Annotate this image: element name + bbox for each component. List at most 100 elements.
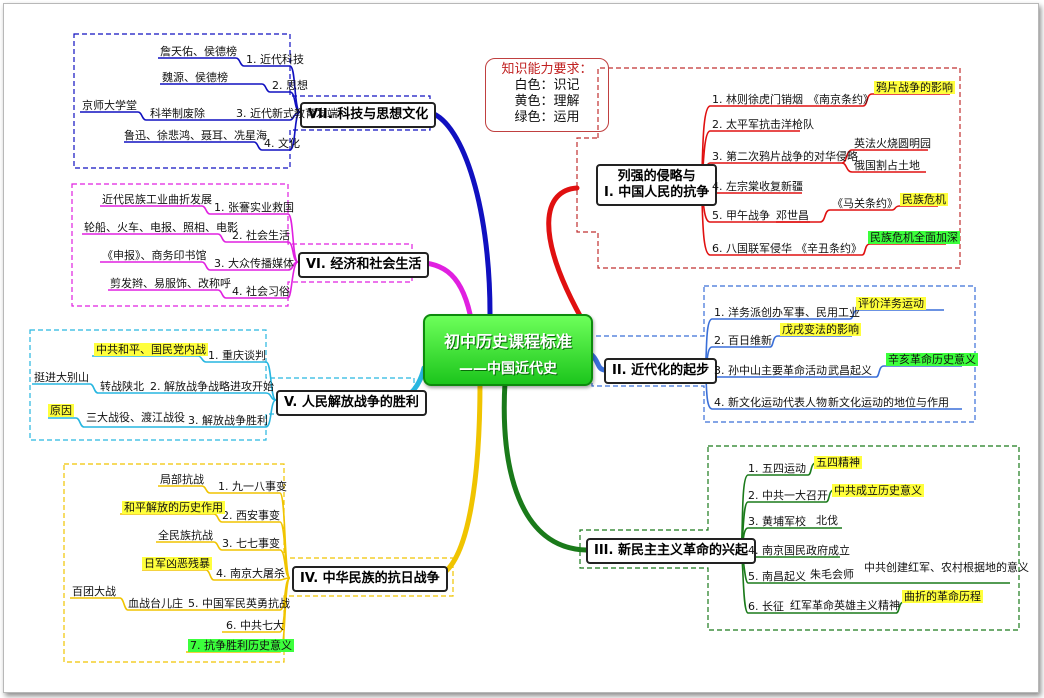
b4-sub-taierzhuang[interactable]: 血战台儿庄 [128, 597, 183, 610]
b4-sub-hundred-regiments[interactable]: 百团大战 [72, 585, 116, 598]
b5-item-2[interactable]: 2. 解放战争战略进攻开始 [150, 380, 274, 393]
b3-sub-heroism-spirit[interactable]: 红军革命英雄主义精神 [790, 599, 900, 612]
b5-sub-dabie-mountains[interactable]: 挺进大别山 [34, 371, 89, 384]
b7-sub-cultural-figures[interactable]: 鲁迅、徐悲鸿、聂耳、冼星海 [124, 129, 267, 142]
b1-sub-treaty-nanjing[interactable]: 《南京条约》 [808, 93, 874, 106]
curve-b1 [546, 185, 591, 333]
b3-sub-northern-expedition[interactable]: 北伐 [816, 514, 838, 527]
branch-b3[interactable]: III. 新民主主义革命的兴起 [586, 538, 756, 564]
b6-sub-social-customs[interactable]: 剪发辫、易服饰、改称呼 [110, 277, 231, 290]
b2-sub-wuchang-uprising[interactable]: 武昌起义 [828, 364, 872, 377]
b6-item-1[interactable]: 1. 张謇实业救国 [214, 201, 294, 214]
b3-item-4[interactable]: 4. 南京国民政府成立 [748, 544, 850, 557]
b1-sub-summer-palace[interactable]: 英法火烧圆明园 [854, 137, 931, 150]
b1-item-3[interactable]: 3. 第二次鸦片战争的对华侵略 [712, 150, 858, 163]
b5-sub-reasons[interactable]: 原因 [48, 404, 74, 417]
b5-sub-three-campaigns[interactable]: 三大战役、渡江战役 [86, 411, 185, 424]
b4-item-3[interactable]: 3. 七七事变 [222, 537, 280, 550]
branch-b1[interactable]: 列强的侵略与 I. 中国人民的抗争 [596, 164, 718, 206]
b4-sub-national-resistance[interactable]: 全民族抗战 [158, 529, 213, 542]
b4-item-7[interactable]: 7. 抗争胜利历史意义 [188, 639, 294, 652]
group-box-b4 [63, 463, 454, 663]
b4-item-6[interactable]: 6. 中共七大 [226, 619, 284, 632]
b1-sub-deng-shichang[interactable]: 邓世昌 [776, 209, 809, 222]
b3-item-3[interactable]: 3. 黄埔军校 [748, 515, 806, 528]
b2-sub-reform-impact[interactable]: 戊戌变法的影响 [780, 323, 861, 336]
b2-sub-xinhai-significance[interactable]: 辛亥革命历史意义 [886, 353, 978, 366]
b6-item-2[interactable]: 2. 社会生活 [232, 229, 290, 242]
b2-item-2[interactable]: 2. 百日维新 [714, 334, 772, 347]
b1-item-5[interactable]: 5. 甲午战争 [712, 209, 770, 222]
b4-sub-peace-resolution-role[interactable]: 和平解放的历史作用 [122, 501, 225, 514]
legend-title: 知识能力要求： [501, 62, 593, 77]
b6-item-3[interactable]: 3. 大众传播媒体 [214, 257, 294, 270]
b1-sub-crisis-deepens[interactable]: 民族危机全面加深 [868, 231, 960, 244]
b3-sub-cpc-founding-significance[interactable]: 中共成立历史意义 [832, 484, 924, 497]
b7-item-1[interactable]: 1. 近代科技 [246, 53, 304, 66]
b1-sub-treaty-shimonoseki[interactable]: 《马关条约》 [832, 197, 898, 210]
branch-b2[interactable]: II. 近代化的起步 [604, 358, 718, 384]
curve-b3 [501, 379, 589, 553]
legend-item-yellow: 黄色：理解 [514, 94, 580, 109]
b6-item-4[interactable]: 4. 社会习俗 [232, 285, 290, 298]
b4-item-2[interactable]: 2. 西安事变 [222, 509, 280, 522]
central-subtitle: ——中国近代史 [459, 361, 557, 377]
b3-sub-may-fourth-spirit[interactable]: 五四精神 [814, 456, 862, 469]
branch-b1-line2: I. 中国人民的抗争 [604, 185, 710, 200]
b7-item-3[interactable]: 3. 近代新式教育发端 [236, 107, 338, 120]
legend-item-green: 绿色：运用 [514, 110, 580, 125]
b1-sub-opium-war-impact[interactable]: 鸦片战争的影响 [874, 81, 955, 94]
b4-sub-japanese-brutality[interactable]: 日军凶恶残暴 [142, 557, 212, 570]
b7-sub-exam-abolished[interactable]: 科举制废除 [150, 107, 205, 120]
b2-sub-evaluate-westernization[interactable]: 评价洋务运动 [856, 297, 926, 310]
group-box-b2 [591, 285, 976, 423]
b7-item-4[interactable]: 4. 文化 [264, 137, 300, 150]
legend-item-white: 白色：识记 [514, 78, 580, 93]
b4-item-1[interactable]: 1. 九一八事变 [218, 480, 287, 493]
group-box-b6 [71, 183, 413, 307]
curve-b7 [425, 109, 493, 317]
group-box-b3 [579, 445, 1020, 631]
b1-sub-boxer-protocol[interactable]: 《辛丑条约》 [796, 242, 862, 255]
branch-b5[interactable]: V. 人民解放战争的胜利 [276, 390, 427, 416]
b1-sub-russia-land[interactable]: 俄国割占土地 [854, 159, 920, 172]
legend-box: 知识能力要求： 白色：识记 黄色：理解 绿色：运用 [485, 58, 609, 132]
branch-b4[interactable]: IV. 中华民族的抗日战争 [292, 566, 448, 592]
b1-item-2[interactable]: 2. 太平军抗击洋枪队 [712, 118, 814, 131]
b7-sub-imperial-university[interactable]: 京师大学堂 [82, 99, 137, 112]
b3-item-1[interactable]: 1. 五四运动 [748, 462, 806, 475]
b5-sub-peace-civil-war[interactable]: 中共和平、国民党内战 [94, 343, 208, 356]
b3-sub-tortuous-course[interactable]: 曲折的革命历程 [902, 590, 983, 603]
b4-sub-local-resistance[interactable]: 局部抗战 [160, 473, 204, 486]
b4-item-5[interactable]: 5. 中国军民英勇抗战 [188, 597, 290, 610]
b5-item-1[interactable]: 1. 重庆谈判 [208, 349, 266, 362]
central-topic[interactable]: 初中历史课程标准 ——中国近代史 [423, 314, 593, 386]
b2-item-1[interactable]: 1. 洋务派创办军事、民用工业 [714, 306, 860, 319]
b2-item-3[interactable]: 3. 孙中山主要革命活动 [714, 364, 827, 377]
b5-sub-northern-shaanxi[interactable]: 转战陕北 [100, 380, 144, 393]
curve-b4 [427, 379, 483, 581]
central-title: 初中历史课程标准 [443, 332, 572, 351]
b2-sub-new-culture-role[interactable]: 新文化运动的地位与作用 [828, 396, 949, 409]
branch-b6[interactable]: VI. 经济和社会生活 [298, 252, 430, 278]
b4-item-4[interactable]: 4. 南京大屠杀 [216, 567, 285, 580]
b6-sub-national-industry[interactable]: 近代民族工业曲折发展 [102, 193, 212, 206]
b3-sub-zhu-mao-meeting[interactable]: 朱毛会师 [810, 568, 854, 581]
b5-item-3[interactable]: 3. 解放战争胜利 [188, 414, 268, 427]
branch-b7[interactable]: VII. 科技与思想文化 [300, 102, 437, 128]
b7-sub-thinkers[interactable]: 魏源、侯德榜 [162, 71, 228, 84]
b1-item-1[interactable]: 1. 林则徐虎门销烟 [712, 93, 803, 106]
b3-sub-red-army-bases[interactable]: 中共创建红军、农村根据地的意义 [864, 561, 1029, 574]
b1-item-4[interactable]: 4. 左宗棠收复新疆 [712, 180, 803, 193]
b3-item-6[interactable]: 6. 长征 [748, 600, 784, 613]
b7-item-2[interactable]: 2. 思想 [272, 79, 308, 92]
b3-item-2[interactable]: 2. 中共一大召开 [748, 489, 828, 502]
b7-sub-scientists[interactable]: 詹天佑、侯德榜 [160, 45, 237, 58]
b1-item-6[interactable]: 6. 八国联军侵华 [712, 242, 792, 255]
b3-item-5[interactable]: 5. 南昌起义 [748, 570, 806, 583]
b6-sub-press-media[interactable]: 《申报》、商务印书馆 [102, 249, 207, 262]
group-box-b7 [73, 33, 431, 169]
b1-sub-national-crisis[interactable]: 民族危机 [900, 193, 948, 206]
b6-sub-modern-life[interactable]: 轮船、火车、电报、照相、电影 [84, 221, 238, 234]
b2-item-4[interactable]: 4. 新文化运动代表人物 [714, 396, 827, 409]
